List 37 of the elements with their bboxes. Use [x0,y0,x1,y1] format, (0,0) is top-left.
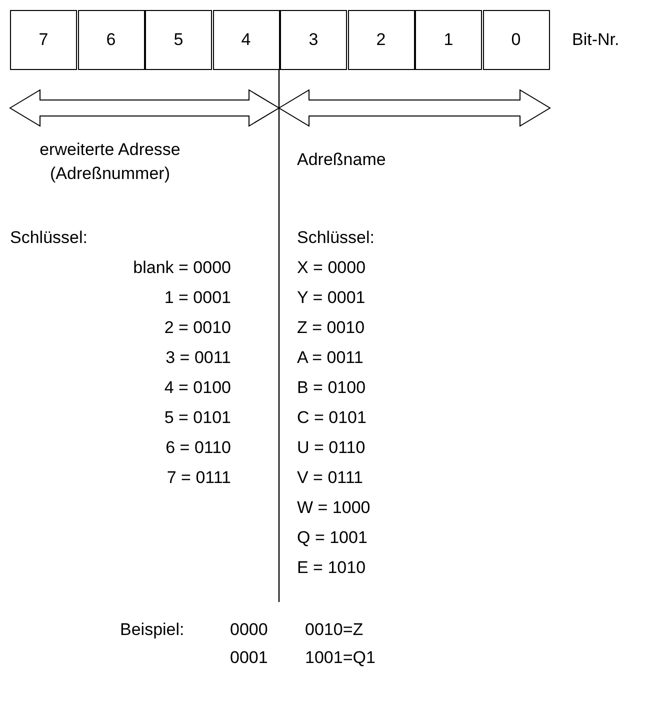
bit-cell: 1 [415,10,482,70]
bit-cell: 3 [280,10,347,70]
key-entry: Z = 0010 [297,318,365,338]
bit-cell: 0 [482,10,550,70]
key-entry: C = 0101 [297,408,366,428]
bit-cell: 6 [78,10,144,70]
example-label: Beispiel: [120,620,184,640]
example-value: 0000 [230,620,268,640]
key-entry: E = 1010 [297,558,366,578]
key-entry: 2 = 0010 [164,318,231,338]
key-entry: X = 0000 [297,258,366,278]
bit-number-label: Bit-Nr. [572,30,620,50]
example-value: 0010=Z [305,620,364,640]
key-entry: U = 0110 [297,438,366,458]
key-entry: A = 0011 [297,348,364,368]
key-entry: 5 = 0101 [164,408,231,428]
key-heading: Schlüssel: [297,228,374,248]
field-caption: Adreßname [297,150,386,170]
key-entry: blank = 0000 [133,258,231,278]
bit-cell: 4 [212,10,280,70]
key-entry: Q = 1001 [297,528,368,548]
key-entry: 7 = 0111 [166,468,231,488]
example-value: 1001=Q1 [305,648,376,668]
key-entry: Y = 0001 [297,288,366,308]
bit-cell: 2 [348,10,414,70]
key-entry: V = 0111 [297,468,364,488]
key-heading: Schlüssel: [10,228,88,248]
bit-cell: 7 [10,10,77,70]
key-entry: 3 = 0011 [166,348,231,368]
key-entry: 6 = 0110 [166,438,231,458]
key-entry: W = 1000 [297,498,370,518]
field-caption: erweiterte Adresse (Adreßnummer) [38,139,182,185]
example-value: 0001 [230,648,268,668]
key-entry: 4 = 0100 [164,378,231,398]
key-entry: B = 0100 [297,378,366,398]
key-entry: 1 = 0001 [164,288,231,308]
bit-cell: 5 [145,10,212,70]
